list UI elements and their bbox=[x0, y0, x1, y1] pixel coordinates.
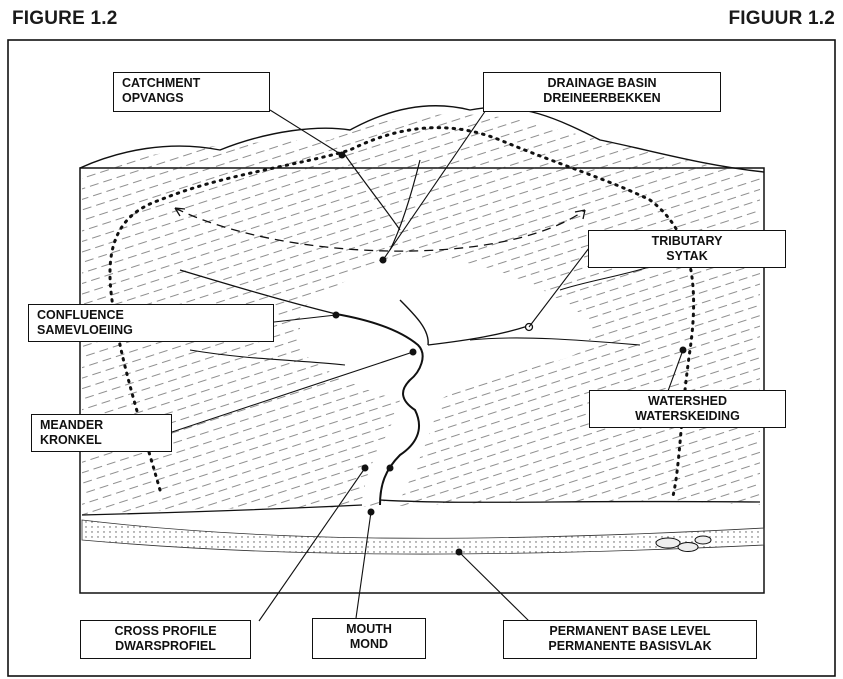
outer-frame bbox=[7, 39, 836, 677]
cross-profile-label-en: CROSS PROFILE bbox=[114, 624, 217, 638]
mouth-label-af: MOND bbox=[349, 637, 389, 651]
tributary-label-af: SYTAK bbox=[666, 249, 708, 263]
rocks bbox=[655, 535, 712, 552]
callout-catchment: CATCHMENT OPVANGS bbox=[113, 72, 270, 112]
callout-meander: MEANDER KRONKEL bbox=[31, 414, 172, 452]
drainage-basin-label-en: DRAINAGE BASIN bbox=[547, 76, 657, 90]
watershed-label-af: WATERSKEIDING bbox=[635, 409, 740, 423]
main-river bbox=[335, 313, 424, 506]
beach bbox=[81, 519, 765, 555]
base-level-label-en: PERMANENT BASE LEVEL bbox=[549, 624, 711, 638]
leader-lines bbox=[171, 109, 684, 623]
callout-cross-profile: CROSS PROFILE DWARSPROFIEL bbox=[80, 620, 251, 659]
coastline bbox=[379, 499, 761, 503]
callout-confluence: CONFLUENCE SAMEVLOEIING bbox=[28, 304, 274, 342]
basin-arrow bbox=[174, 207, 586, 252]
figure-label-afrikaans: FIGUUR 1.2 bbox=[728, 8, 835, 29]
stream-left bbox=[179, 269, 337, 315]
valley-floor bbox=[300, 258, 590, 500]
callout-tributary: TRIBUTARY SYTAK bbox=[588, 230, 786, 268]
tributary-label-en: TRIBUTARY bbox=[651, 234, 723, 248]
callout-mouth: MOUTH MOND bbox=[312, 618, 426, 659]
confluence-label-af: SAMEVLOEIING bbox=[37, 323, 133, 337]
callout-base-level: PERMANENT BASE LEVEL PERMANENTE BASISVLA… bbox=[503, 620, 757, 659]
cross-profile-label-af: DWARSPROFIEL bbox=[115, 639, 216, 653]
meander-label-en: MEANDER bbox=[40, 418, 104, 432]
stream-upper bbox=[344, 154, 401, 231]
ridge-outline bbox=[79, 105, 765, 173]
base-level-label-af: PERMANENTE BASISVLAK bbox=[548, 639, 712, 653]
meander-label-af: KRONKEL bbox=[40, 433, 102, 447]
callout-drainage-basin: DRAINAGE BASIN DREINEERBEKKEN bbox=[483, 72, 721, 112]
catchment-label-af: OPVANGS bbox=[122, 91, 184, 105]
figure-label-english: FIGURE 1.2 bbox=[12, 8, 118, 29]
catchment-label-en: CATCHMENT bbox=[122, 76, 201, 90]
watershed-label-en: WATERSHED bbox=[648, 394, 727, 408]
drainage-basin-label-af: DREINEERBEKKEN bbox=[543, 91, 661, 105]
callout-watershed: WATERSHED WATERSKEIDING bbox=[589, 390, 786, 428]
confluence-label-en: CONFLUENCE bbox=[37, 308, 124, 322]
mouth-label-en: MOUTH bbox=[346, 622, 392, 636]
